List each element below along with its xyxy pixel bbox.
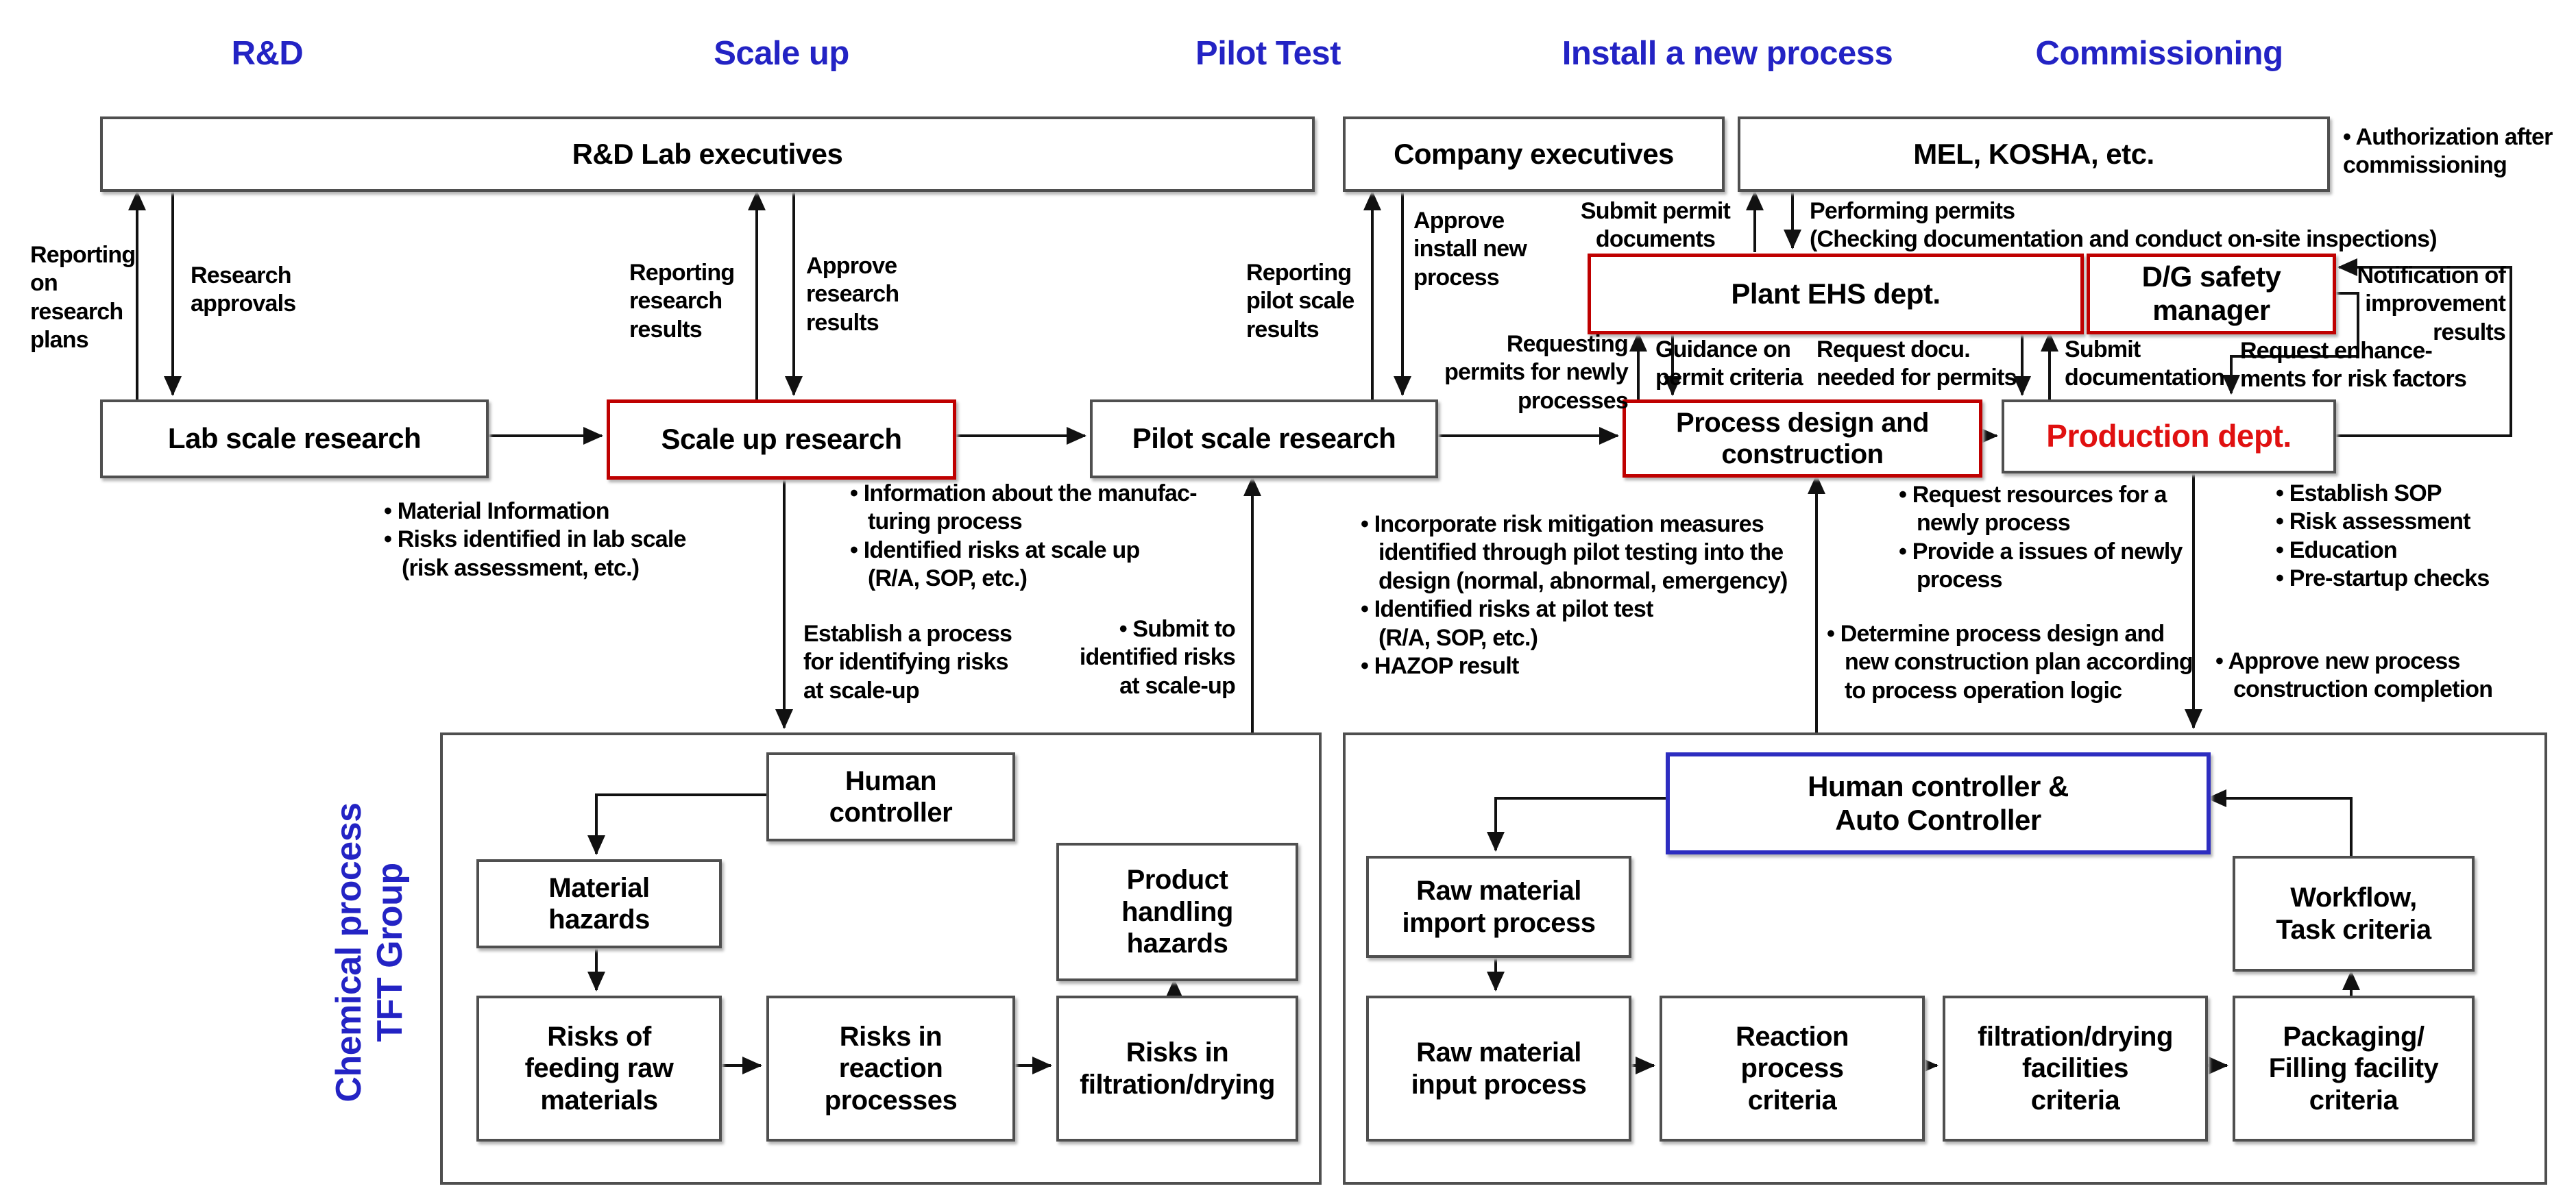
- box-risks-filtration-drying: Risks in filtration/drying: [1056, 996, 1298, 1142]
- label-guidance-on-permit-criteria: Guidance on permit criteria: [1655, 336, 1803, 391]
- box-filtration-facilities-criteria: filtration/drying facilities criteria: [1943, 996, 2208, 1142]
- box-packaging-filling-criteria: Packaging/ Filling facility criteria: [2233, 996, 2475, 1142]
- box-dg-safety-manager: D/G safety manager: [2087, 254, 2336, 334]
- note-determine-process: • Determine process design and new const…: [1827, 621, 2194, 704]
- box-human-auto-controller: Human controller & Auto Controller: [1666, 752, 2211, 854]
- box-lab-scale-research: Lab scale research: [100, 399, 489, 478]
- label-notification-improvement: Notification of improvement results: [2357, 262, 2505, 345]
- label-request-docu-needed: Request docu. needed for permits: [1816, 336, 2017, 391]
- box-raw-material-input: Raw material input process: [1366, 996, 1631, 1142]
- phase-rd: R&D: [231, 35, 304, 72]
- note-submit-to-identified: • Submit to identified risks at scale-up: [1079, 616, 1236, 699]
- box-plant-ehs-dept: Plant EHS dept.: [1588, 254, 2084, 334]
- note-incorporate-risk: • Incorporate risk mitigation measures i…: [1361, 511, 1788, 680]
- label-authorization-after-commissioning: • Authorization after commissioning: [2343, 124, 2553, 179]
- box-raw-material-import: Raw material import process: [1366, 856, 1631, 958]
- label-chemical-process-tft-group: Chemical process TFT Group: [329, 802, 410, 1102]
- box-workflow-task-criteria: Workflow, Task criteria: [2233, 856, 2475, 972]
- box-scale-up-research: Scale up research: [607, 399, 956, 480]
- box-material-hazards: Material hazards: [476, 859, 722, 948]
- note-establish-sop: • Establish SOP • Risk assessment • Educ…: [2276, 480, 2490, 592]
- box-product-handling-hazards: Product handling hazards: [1056, 843, 1298, 981]
- label-approve-research-results: Approve research results: [806, 253, 899, 336]
- phase-commissioning: Commissioning: [2035, 35, 2283, 72]
- label-reporting-research-results: Reporting research results: [629, 260, 735, 343]
- label-submit-permit-documents: Submit permit documents: [1580, 198, 1731, 253]
- label-approve-install-new-process: Approve install new process: [1413, 208, 1527, 291]
- box-mel-kosha: MEL, KOSHA, etc.: [1738, 116, 2330, 192]
- note-information-manufacturing: • Information about the manufac- turing …: [850, 480, 1198, 592]
- label-reporting-pilot-scale-results: Reporting pilot scale results: [1246, 260, 1354, 343]
- note-establish-process: Establish a process for identifying risk…: [803, 621, 1012, 704]
- box-reaction-process-criteria: Reaction process criteria: [1660, 996, 1925, 1142]
- note-material-information: • Material Information • Risks identifie…: [384, 498, 686, 581]
- phase-pilot-test: Pilot Test: [1195, 35, 1341, 72]
- box-company-executives: Company executives: [1343, 116, 1725, 192]
- note-approve-new-process: • Approve new process construction compl…: [2215, 648, 2493, 703]
- box-production-dept: Production dept.: [2002, 399, 2336, 473]
- note-request-resources: • Request resources for a newly process …: [1899, 482, 2183, 593]
- box-pilot-scale-research: Pilot scale research: [1090, 399, 1438, 478]
- label-research-approvals: Research approvals: [191, 262, 296, 317]
- box-human-controller: Human controller: [766, 752, 1015, 841]
- label-submit-documentation: Submit documentation: [2065, 336, 2225, 391]
- label-request-enhancements: Request enhance- ments for risk factors: [2240, 338, 2467, 393]
- box-risks-feeding-raw-materials: Risks of feeding raw materials: [476, 996, 722, 1142]
- label-performing-permits: Performing permits (Checking documentati…: [1810, 198, 2438, 253]
- phase-scale-up: Scale up: [714, 35, 849, 72]
- box-process-design-construction: Process design and construction: [1623, 399, 1982, 478]
- box-rd-lab-executives: R&D Lab executives: [100, 116, 1315, 192]
- label-reporting-on-research-plans: Reporting on research plans: [30, 242, 136, 354]
- phase-install-new-process: Install a new process: [1562, 35, 1893, 72]
- box-risks-reaction-processes: Risks in reaction processes: [766, 996, 1015, 1142]
- label-requesting-permits: Requesting permits for newly processes: [1444, 331, 1629, 414]
